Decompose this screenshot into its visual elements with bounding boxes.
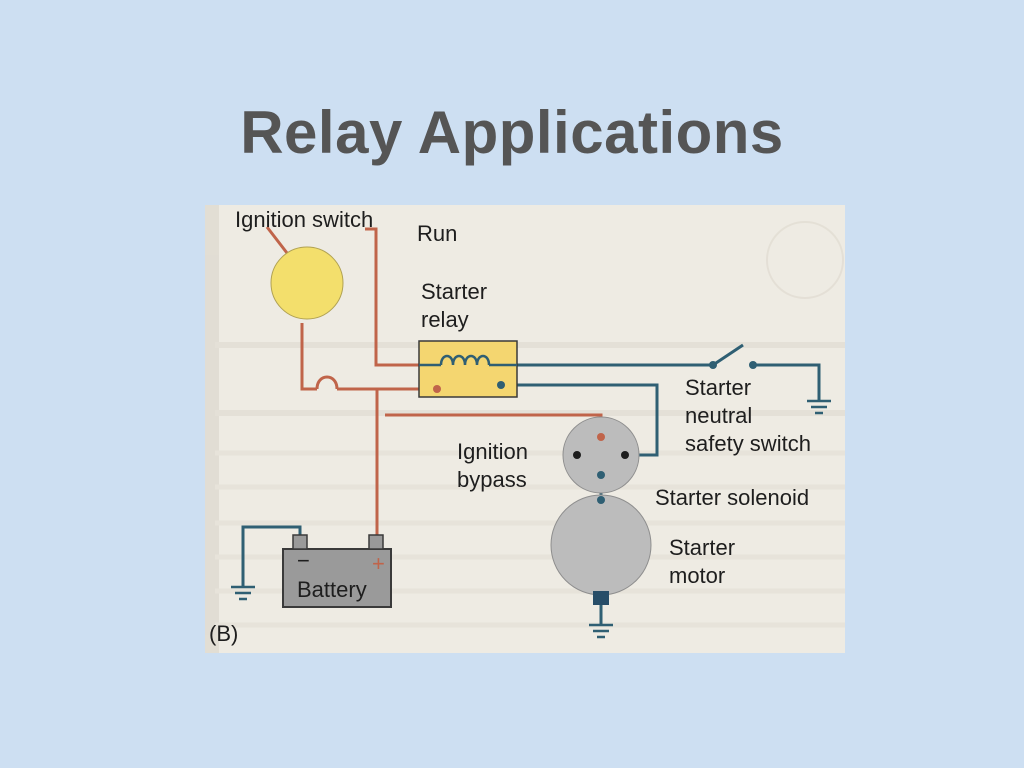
label-run: Run — [417, 221, 457, 246]
motor-ground-terminal — [593, 591, 609, 605]
label-ignition-bypass-2: bypass — [457, 467, 527, 492]
label-starter-solenoid: Starter solenoid — [655, 485, 809, 510]
battery-negative-sign: − — [297, 548, 310, 573]
ignition-switch — [270, 246, 344, 320]
paper-texture — [205, 205, 845, 653]
label-ignition-bypass-1: Ignition — [457, 439, 528, 464]
label-neutral-switch-1: Starter — [685, 375, 751, 400]
relay-coil — [439, 354, 491, 366]
fuse-symbol — [315, 375, 339, 390]
label-battery: Battery — [297, 577, 367, 602]
label-neutral-switch-2: neutral — [685, 403, 752, 428]
label-starter-relay-1: Starter — [421, 279, 487, 304]
relay-terminal — [497, 381, 505, 389]
ground-symbol — [807, 399, 831, 415]
battery — [282, 548, 392, 608]
label-ignition-switch: Ignition switch — [235, 207, 373, 232]
starter-motor — [550, 494, 652, 596]
figure-tag: (B) — [209, 621, 238, 646]
relay-terminal — [433, 385, 441, 393]
label-starter-motor-2: motor — [669, 563, 725, 588]
battery-negative-post — [292, 534, 308, 550]
diagram-figure: − + Ignition switch Run Starter relay St… — [205, 205, 845, 653]
label-starter-relay-2: relay — [421, 307, 469, 332]
battery-positive-sign: + — [372, 551, 385, 576]
label-starter-motor-1: Starter — [669, 535, 735, 560]
slide-title: Relay Applications — [240, 99, 784, 166]
label-neutral-switch-3: safety switch — [685, 431, 811, 456]
ground-symbol — [589, 623, 613, 639]
ground-symbol — [231, 585, 255, 601]
neutral-switch-blade — [712, 343, 744, 367]
battery-positive-post — [368, 534, 384, 550]
wiring-diagram: − + Ignition switch Run Starter relay St… — [205, 205, 845, 653]
switch-contact — [749, 361, 757, 369]
starter-solenoid — [562, 416, 640, 494]
